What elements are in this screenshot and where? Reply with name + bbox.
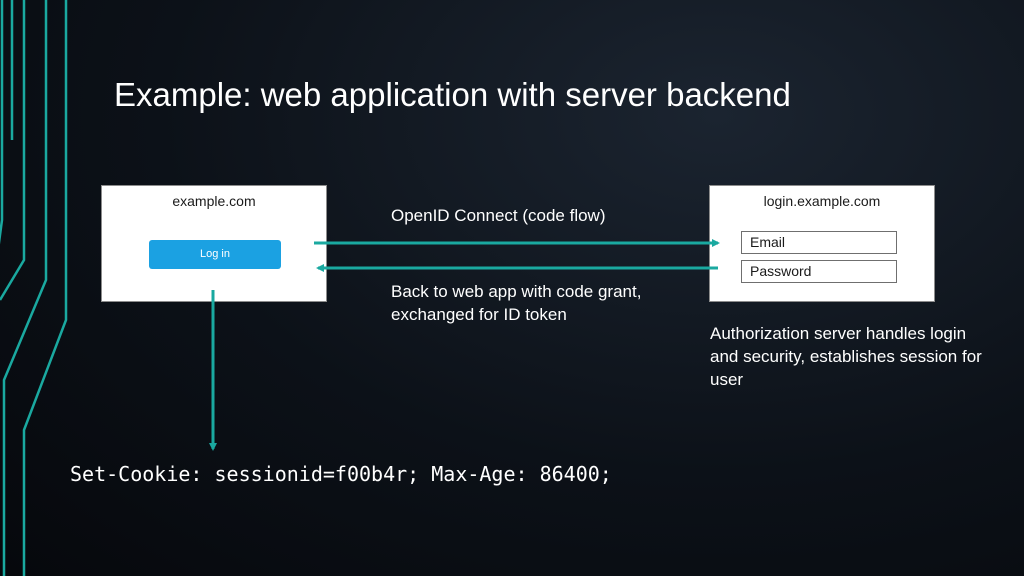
auth-domain-label: login.example.com [763,193,881,209]
request-flow-label: OpenID Connect (code flow) [391,206,606,225]
auth-server-note: Authorization server handles login and s… [710,324,982,389]
response-flow-label: Back to web app with code grant, exchang… [391,282,642,324]
teal-line-decoration [0,0,68,576]
client-domain-label: example.com [172,193,256,209]
auth-server-box: login.example.com Email Password [709,185,935,302]
slide-title: Example: web application with server bac… [114,76,791,113]
password-field[interactable]: Password [741,260,897,283]
email-field[interactable]: Email [741,231,897,254]
login-button[interactable]: Log in [149,240,281,269]
set-cookie-header: Set-Cookie: sessionid=f00b4r; Max-Age: 8… [70,462,612,486]
